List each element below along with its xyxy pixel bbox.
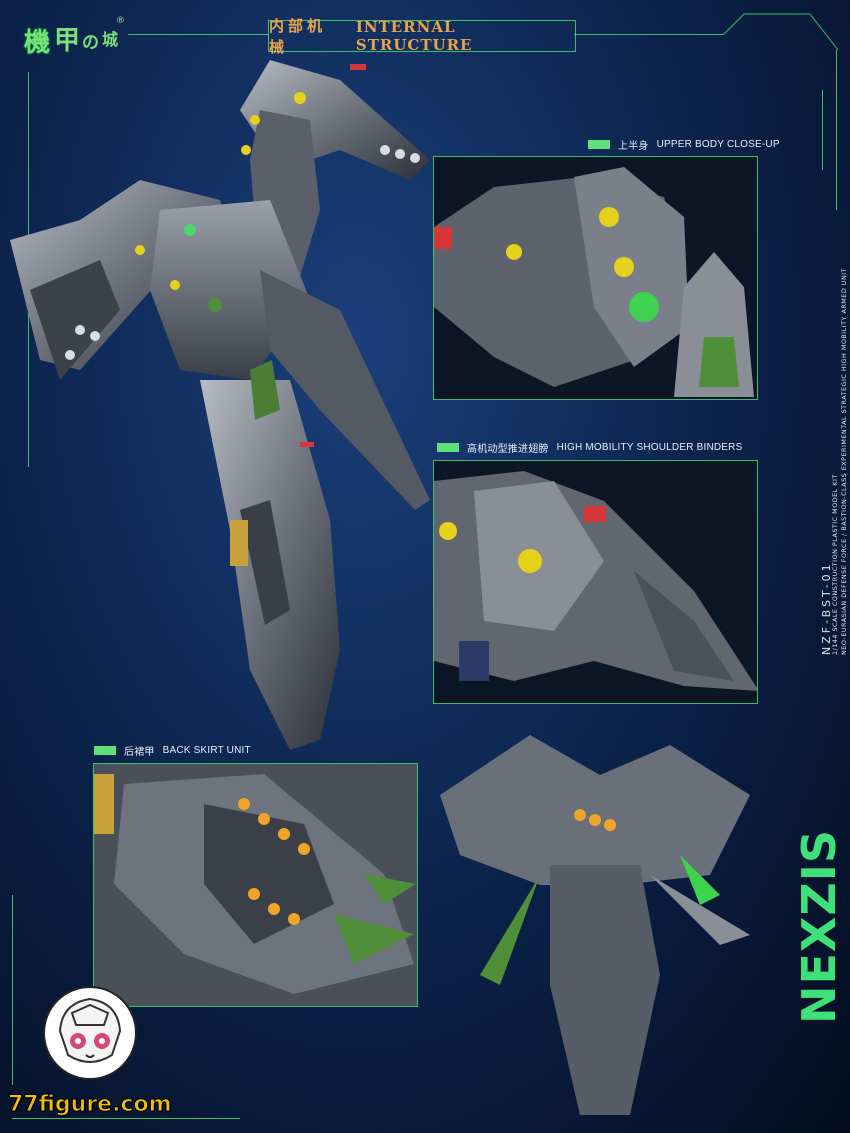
frame-line-left-lower xyxy=(12,895,13,1085)
robot-back-view xyxy=(440,735,750,1115)
label-upper-body: 上半身 UPPER BODY CLOSE-UP xyxy=(588,137,780,152)
label-back-skirt: 后裙甲 BACK SKIRT UNIT xyxy=(94,743,251,758)
section-title: 内部机械 INTERNAL STRUCTURE xyxy=(268,17,576,56)
frame-corner-top-right xyxy=(723,13,839,51)
label-back-skirt-zh: 后裙甲 xyxy=(124,747,155,758)
panel-upper-body xyxy=(433,156,758,400)
logo-char-2: 甲 xyxy=(54,26,81,56)
back-skirt-image xyxy=(94,764,417,1006)
label-upper-body-en: UPPER BODY CLOSE-UP xyxy=(656,139,780,150)
frame-line-right-outer xyxy=(836,50,837,210)
registered-mark: ® xyxy=(116,16,125,26)
logo-char-3: の xyxy=(82,33,99,53)
logo-char-4: 城 xyxy=(102,30,119,49)
label-swatch xyxy=(588,140,610,149)
panel-back-skirt xyxy=(93,763,418,1007)
upper-body-image xyxy=(434,157,757,399)
label-upper-body-zh: 上半身 xyxy=(618,141,649,152)
frame-line-top-right xyxy=(574,34,724,35)
section-title-en: INTERNAL STRUCTURE xyxy=(355,18,473,54)
frame-line-bottom-left xyxy=(12,1118,240,1119)
panel-shoulder-binders xyxy=(433,460,758,704)
spec-scale: 1/144 SCALE CONSTRUCTION PLASTIC MODEL K… xyxy=(831,474,839,655)
spec-description: NEO-EURASIAN DEFENSE FORCE / BASTION-CLA… xyxy=(840,267,848,655)
label-back-skirt-en: BACK SKIRT UNIT xyxy=(162,745,251,756)
label-swatch xyxy=(94,746,116,755)
shoulder-binders-image xyxy=(434,461,757,703)
brand-wordmark: NEXZIS xyxy=(792,829,846,1024)
label-shoulder-binders-zh: 高机动型推进翅膀 xyxy=(467,444,549,455)
section-title-zh: 内部机械 xyxy=(269,17,327,56)
spec-code: NZF-BST-01 xyxy=(820,561,833,655)
label-shoulder-binders: 高机动型推进翅膀 HIGH MOBILITY SHOULDER BINDERS xyxy=(437,440,742,455)
label-swatch xyxy=(437,443,459,452)
brand-logo: 機 甲 の 城 ® xyxy=(24,16,125,64)
logo-char-1: 機 xyxy=(24,28,51,58)
frame-line-top-left xyxy=(128,34,268,35)
label-shoulder-binders-en: HIGH MOBILITY SHOULDER BINDERS xyxy=(556,442,743,453)
site-watermark: 77figure.com xyxy=(8,1092,173,1118)
mascot-avatar xyxy=(43,986,137,1080)
frame-line-right-inner xyxy=(822,90,823,170)
spec-side-text: NZF-BST-01 1/144 SCALE CONSTRUCTION PLAS… xyxy=(820,205,849,655)
main-robot-figure xyxy=(10,60,430,750)
